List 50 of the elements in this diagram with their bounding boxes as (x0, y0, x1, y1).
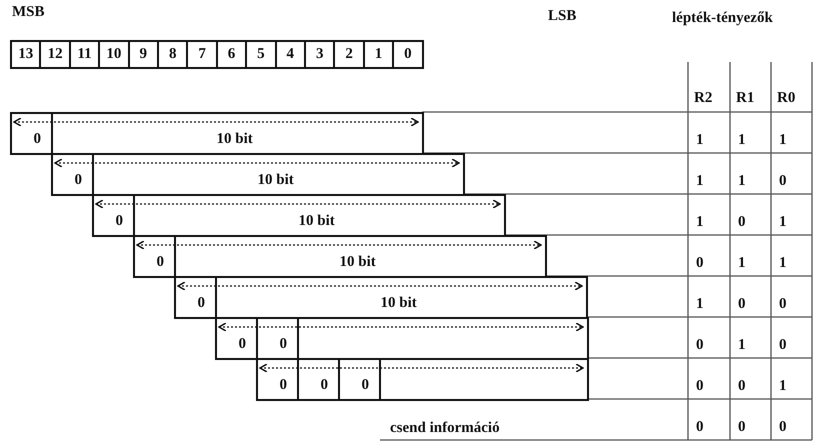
scale-factor-value: 1 (738, 173, 746, 190)
bit-index: 12 (39, 40, 71, 69)
column-heading: R2 (694, 90, 712, 107)
footer-label: csend információ (390, 420, 500, 437)
column-heading: R1 (736, 90, 754, 107)
bit-index: 5 (245, 40, 277, 69)
bit-width-label: 10 bit (258, 172, 294, 189)
bit-index: 8 (157, 40, 188, 69)
scale-factor-value: 1 (779, 378, 786, 395)
bit-index: 6 (216, 40, 248, 69)
scale-factor-value: 0 (738, 214, 746, 231)
bit-width-label: 10 bit (380, 295, 417, 312)
bit-index: 11 (68, 40, 100, 69)
scale-factor-value: 0 (779, 173, 786, 190)
scale-factor-value: 0 (696, 378, 704, 395)
scale-factor-value: 1 (738, 132, 746, 149)
scale-factor-value: 1 (738, 255, 746, 272)
scale-factor-value: 0 (696, 255, 704, 272)
bit-index: 9 (128, 40, 159, 69)
bit-index: 13 (10, 40, 42, 69)
scale-factor-value: 0 (779, 337, 786, 354)
bit-index: 1 (362, 40, 394, 69)
scale-factor-value: 1 (779, 214, 786, 231)
bit-index: 7 (186, 40, 218, 69)
scale-factor-value: 1 (779, 132, 786, 149)
column-heading: R0 (777, 90, 796, 107)
bit-width-label: 10 bit (340, 254, 376, 271)
scale-factor-value: 1 (696, 173, 704, 190)
column-heading: lépték-tényezők (672, 10, 773, 27)
bit-index: 0 (392, 40, 424, 69)
bit-width-label: 10 bit (216, 131, 253, 148)
scale-factor-value: 0 (738, 419, 746, 436)
scale-factor-value: 0 (779, 296, 786, 313)
scale-factor-value: 1 (779, 255, 786, 272)
scale-factor-value: 0 (696, 337, 704, 354)
bit-index: 4 (274, 40, 306, 69)
scale-factor-value: 1 (696, 296, 704, 313)
scale-factor-value: 1 (696, 132, 704, 149)
bit-index: 10 (98, 40, 130, 69)
scale-factor-value: 1 (696, 214, 704, 231)
heading: LSB (548, 8, 576, 25)
scale-factor-value: 0 (738, 378, 746, 395)
bit-width-label: 10 bit (298, 213, 335, 230)
bit-index: 3 (304, 40, 336, 69)
scale-factor-value: 0 (779, 419, 786, 436)
scale-factor-value: 1 (738, 337, 746, 354)
heading: MSB (12, 4, 45, 21)
scale-factor-value: 0 (738, 296, 746, 313)
scale-factor-value: 0 (696, 419, 704, 436)
bit-index: 2 (333, 40, 365, 69)
